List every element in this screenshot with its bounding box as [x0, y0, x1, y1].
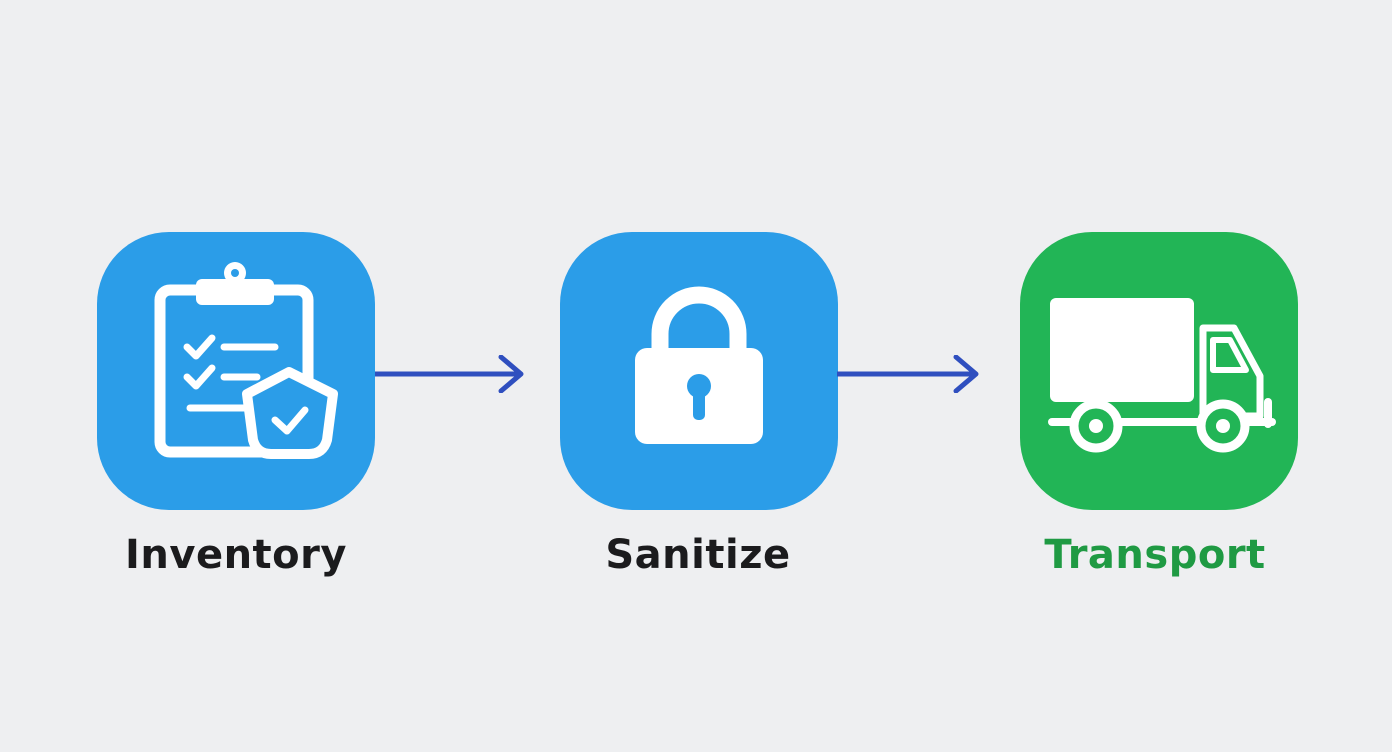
transport-tile	[1020, 232, 1298, 510]
step-label-inventory: Inventory	[125, 532, 347, 578]
step-label-sanitize: Sanitize	[605, 532, 791, 578]
inventory-tile	[97, 232, 375, 510]
step-label-transport: Transport	[1044, 532, 1266, 578]
sanitize-tile	[560, 232, 838, 510]
arrow-inventory-to-sanitize	[375, 355, 524, 393]
clipboard-checklist-shield-icon	[154, 262, 338, 459]
arrow-sanitize-to-transport	[837, 355, 979, 393]
truck-icon	[1048, 298, 1276, 453]
padlock-icon	[635, 286, 763, 444]
